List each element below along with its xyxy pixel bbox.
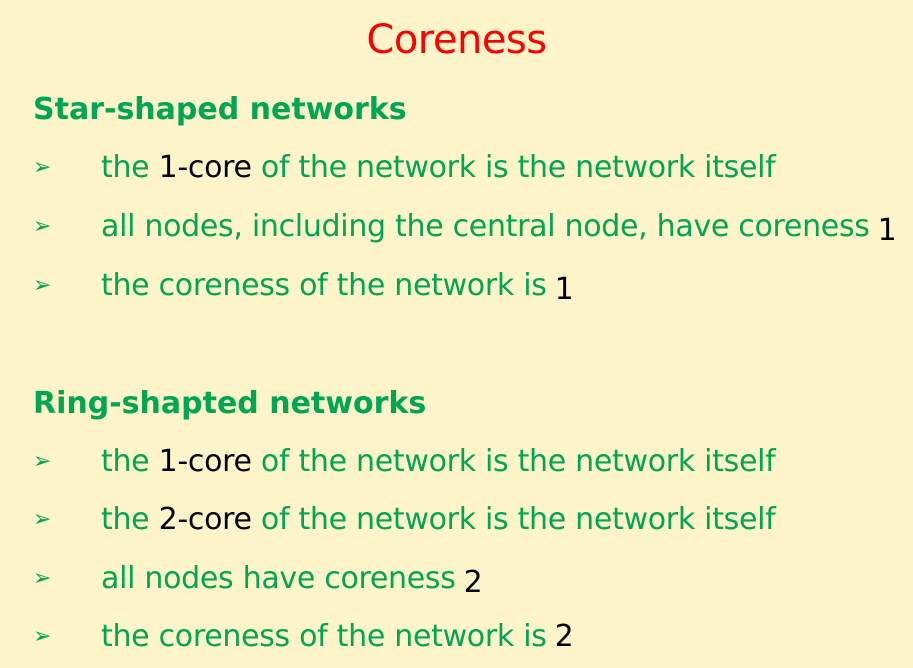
item-text-tail: of the network is the network itself [251, 150, 776, 185]
section-heading-star: Star-shaped networks [33, 92, 407, 127]
bullet-item: ➢ the 1-core of the network is the networ… [33, 444, 776, 480]
arrow-bullet-icon: ➢ [33, 155, 52, 180]
bullet-item: ➢ all nodes, including the central node, … [33, 209, 897, 248]
section-heading-ring: Ring-shapted networks [33, 386, 427, 421]
item-text: all nodes have coreness [101, 561, 456, 596]
item-text: the [101, 444, 159, 479]
bullet-item: ➢ the 1-core of the network is the networ… [33, 150, 776, 186]
item-highlight: 1-core [158, 444, 252, 479]
arrow-bullet-icon: ➢ [33, 507, 52, 532]
item-number: 2 [554, 619, 574, 654]
item-text: the coreness of the network is [101, 268, 547, 303]
item-text: the [101, 502, 159, 537]
arrow-bullet-icon: ➢ [33, 273, 52, 298]
bullet-item: ➢ the 2-core of the network is the networ… [33, 502, 776, 538]
item-number: 2 [463, 565, 483, 600]
item-text-tail: of the network is the network itself [251, 502, 776, 537]
arrow-bullet-icon: ➢ [33, 566, 52, 591]
item-text-tail: of the network is the network itself [251, 444, 776, 479]
arrow-bullet-icon: ➢ [33, 214, 52, 239]
item-highlight: 1-core [158, 150, 252, 185]
item-text: the coreness of the network is [101, 619, 547, 654]
item-highlight: 2-core [158, 502, 252, 537]
slide-title: Coreness [366, 17, 547, 63]
item-number: 1 [877, 213, 897, 248]
item-text: all nodes, including the central node, h… [101, 209, 870, 244]
item-number: 1 [554, 272, 574, 307]
item-text: the [101, 150, 159, 185]
arrow-bullet-icon: ➢ [33, 624, 52, 649]
arrow-bullet-icon: ➢ [33, 449, 52, 474]
